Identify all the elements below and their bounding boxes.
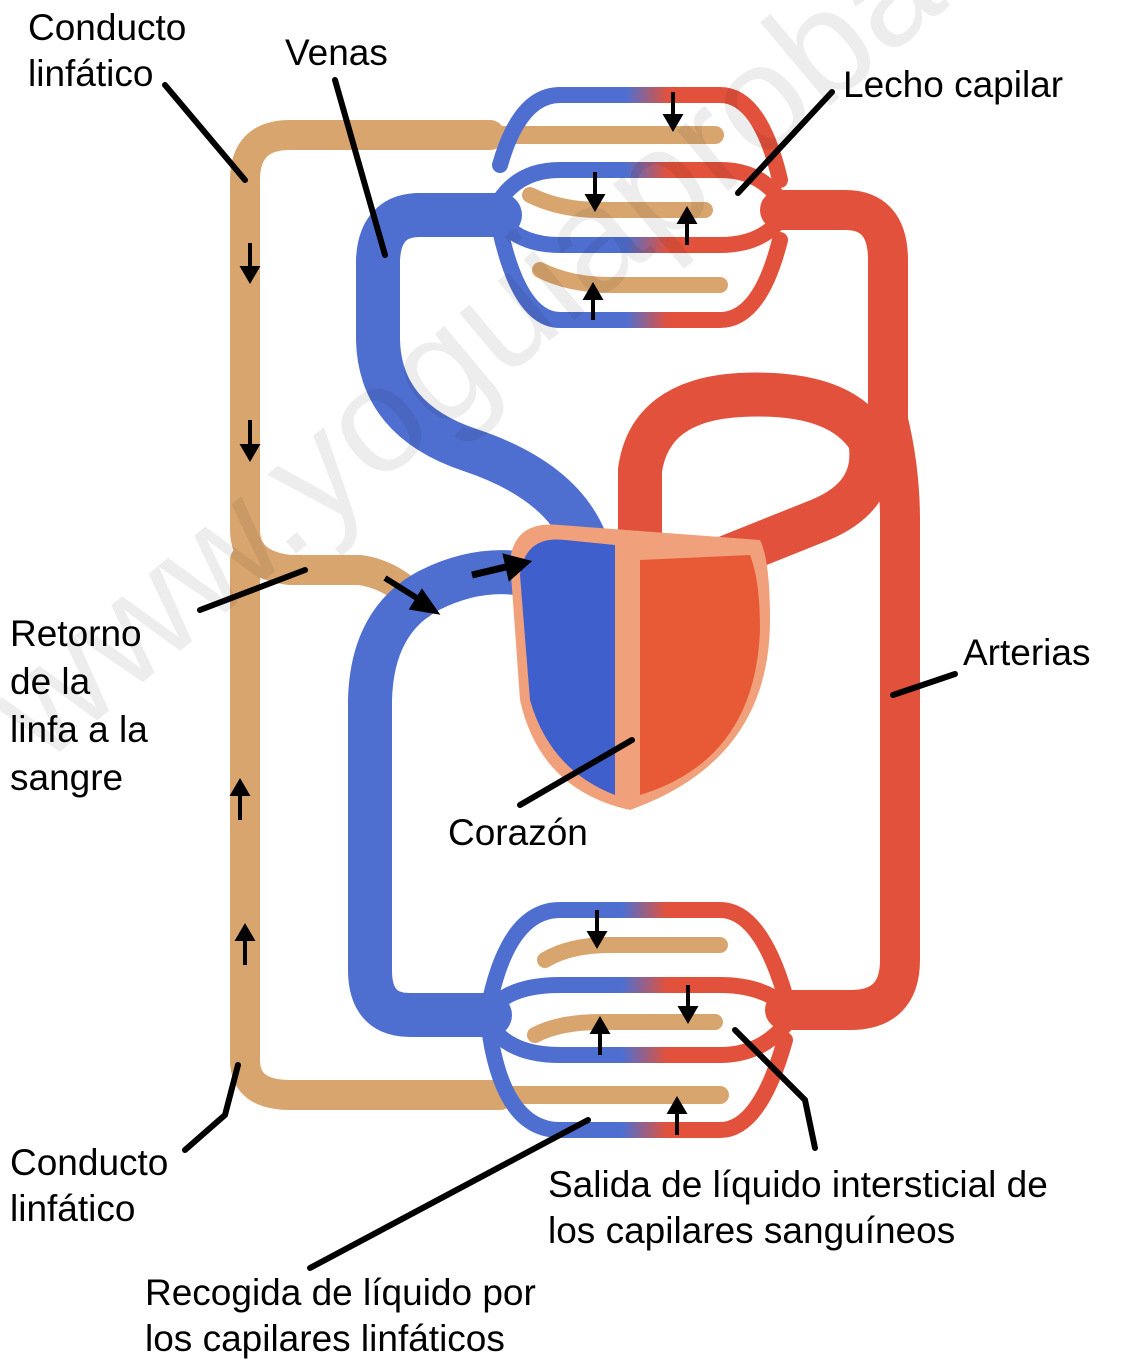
label-line: linfático bbox=[28, 51, 186, 97]
label-line: Retorno bbox=[10, 610, 148, 658]
label-line: Conducto bbox=[28, 5, 186, 51]
leader-venas bbox=[335, 80, 385, 255]
lymphatic-capillary bbox=[530, 195, 705, 210]
heart bbox=[510, 524, 770, 810]
label-retorno-linfa: Retorno de la linfa a la sangre bbox=[10, 610, 148, 802]
label-arterias: Arterias bbox=[963, 630, 1090, 676]
label-corazon: Corazón bbox=[448, 810, 588, 856]
left-heart-chambers bbox=[640, 555, 760, 795]
label-recogida-liquido: Recogida de líquido por los capilares li… bbox=[145, 1270, 536, 1362]
lymphatic-capillary bbox=[545, 945, 720, 960]
leader-recogida bbox=[310, 1120, 588, 1268]
lymphatic-capillary bbox=[540, 270, 720, 285]
main-artery bbox=[780, 210, 900, 1010]
label-line: Recogida de líquido por bbox=[145, 1270, 536, 1316]
label-line: los capilares linfáticos bbox=[145, 1316, 536, 1362]
label-conducto-linfatico-bottom: Conducto linfático bbox=[10, 1140, 168, 1232]
label-salida-liquido: Salida de líquido intersticial de los ca… bbox=[548, 1162, 1048, 1254]
label-line: sangre bbox=[10, 754, 148, 802]
label-conducto-linfatico-top: Conducto linfático bbox=[28, 5, 186, 97]
leader-conducto-bottom bbox=[185, 1065, 238, 1150]
leader-conducto-top bbox=[165, 85, 245, 180]
label-line: linfático bbox=[10, 1186, 168, 1232]
label-line: los capilares sanguíneos bbox=[548, 1208, 1048, 1254]
label-line: linfa a la bbox=[10, 706, 148, 754]
label-venas: Venas bbox=[285, 30, 388, 76]
label-lecho-capilar: Lecho capilar bbox=[843, 62, 1063, 108]
label-line: Salida de líquido intersticial de bbox=[548, 1162, 1048, 1208]
label-line: de la bbox=[10, 658, 148, 706]
label-line: Conducto bbox=[10, 1140, 168, 1186]
